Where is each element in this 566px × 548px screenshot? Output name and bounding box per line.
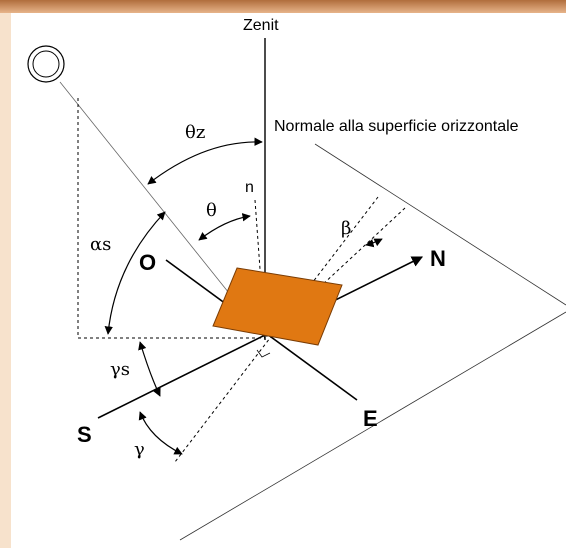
ground-plane [179, 143, 566, 541]
gamma-label: γ [134, 439, 145, 460]
alpha-s-arc [104, 211, 166, 335]
gamma-s-label: γs [110, 359, 130, 380]
west-label: O [139, 250, 156, 275]
theta-z-label: θz [185, 122, 205, 143]
projection-lines [77, 98, 265, 339]
right-angle-mark [256, 349, 271, 358]
south-label: S [77, 422, 92, 447]
beta-arc [365, 238, 383, 248]
theta-z-arc [147, 137, 263, 185]
north-label: N [430, 246, 446, 271]
alpha-s-label: αs [90, 234, 111, 255]
theta-arc [198, 213, 251, 241]
zenit-label: Zenit [243, 17, 279, 34]
sun-icon [27, 45, 65, 83]
gamma-s-arc [138, 341, 161, 397]
top-border [0, 0, 566, 13]
beta-label: β [341, 218, 351, 239]
theta-label: θ [206, 200, 217, 221]
angle-arcs [104, 137, 383, 455]
n-label: n [245, 179, 254, 196]
gamma-arc [138, 411, 183, 455]
east-label: E [363, 406, 378, 431]
normal-label: Normale alla superficie orizzontale [274, 118, 519, 135]
tilt-lines [174, 196, 406, 463]
solar-panel [212, 267, 343, 346]
